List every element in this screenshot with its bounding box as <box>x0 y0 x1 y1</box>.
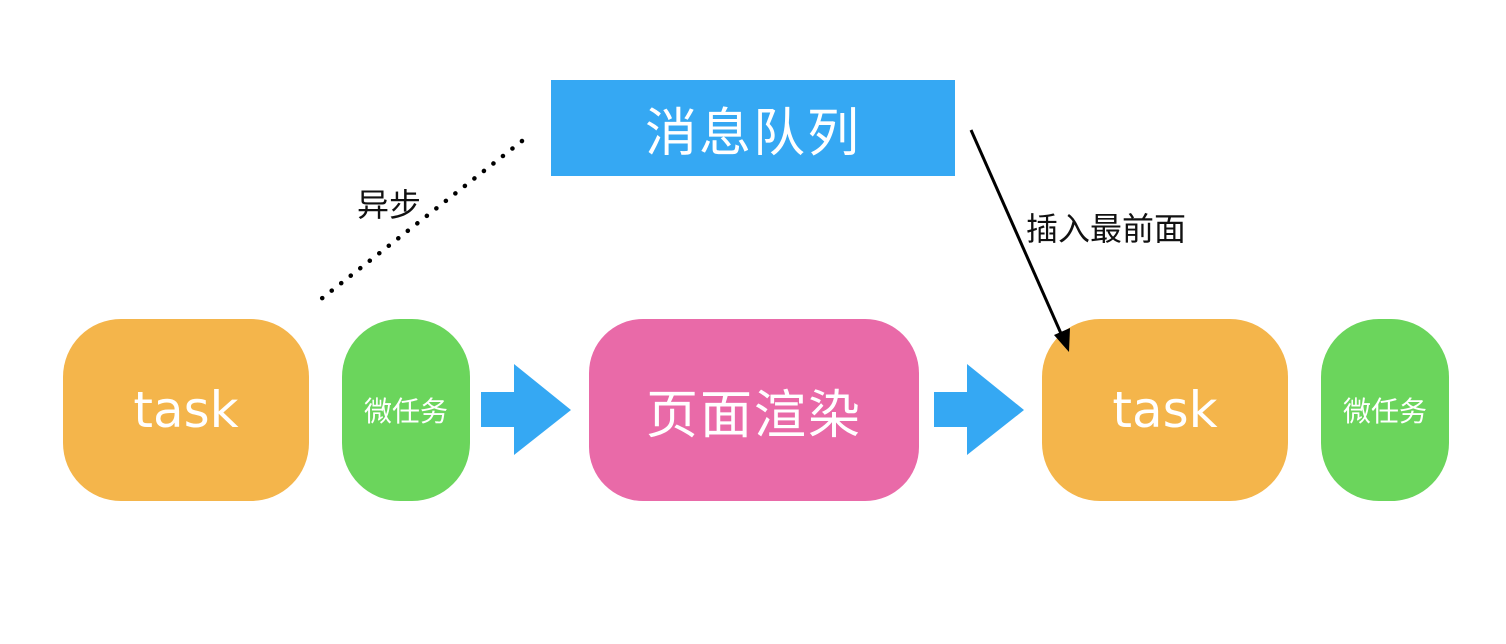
insert-front-label: 插入最前面 <box>1026 210 1187 248</box>
flow-arrow-2 <box>934 364 1024 455</box>
task-label-1: task <box>133 381 239 439</box>
microtask-label-1: 微任务 <box>363 395 448 428</box>
insert-front-arrow <box>969 129 1070 352</box>
microtask-box-2: 微任务 <box>1321 319 1449 501</box>
message-queue-box: 消息队列 <box>551 80 955 176</box>
flow-arrow-1 <box>481 364 571 455</box>
page-render-box: 页面渲染 <box>589 319 919 501</box>
message-queue-label: 消息队列 <box>644 103 861 164</box>
async-dotted-connector <box>313 138 525 306</box>
page-render-label: 页面渲染 <box>645 385 862 446</box>
task-label-2: task <box>1112 381 1218 439</box>
microtask-box-1: 微任务 <box>342 319 470 501</box>
task-box-1: task <box>63 319 309 501</box>
microtask-label-2: 微任务 <box>1342 395 1427 428</box>
task-box-2: task <box>1042 319 1288 501</box>
async-label: 异步 <box>357 186 422 224</box>
